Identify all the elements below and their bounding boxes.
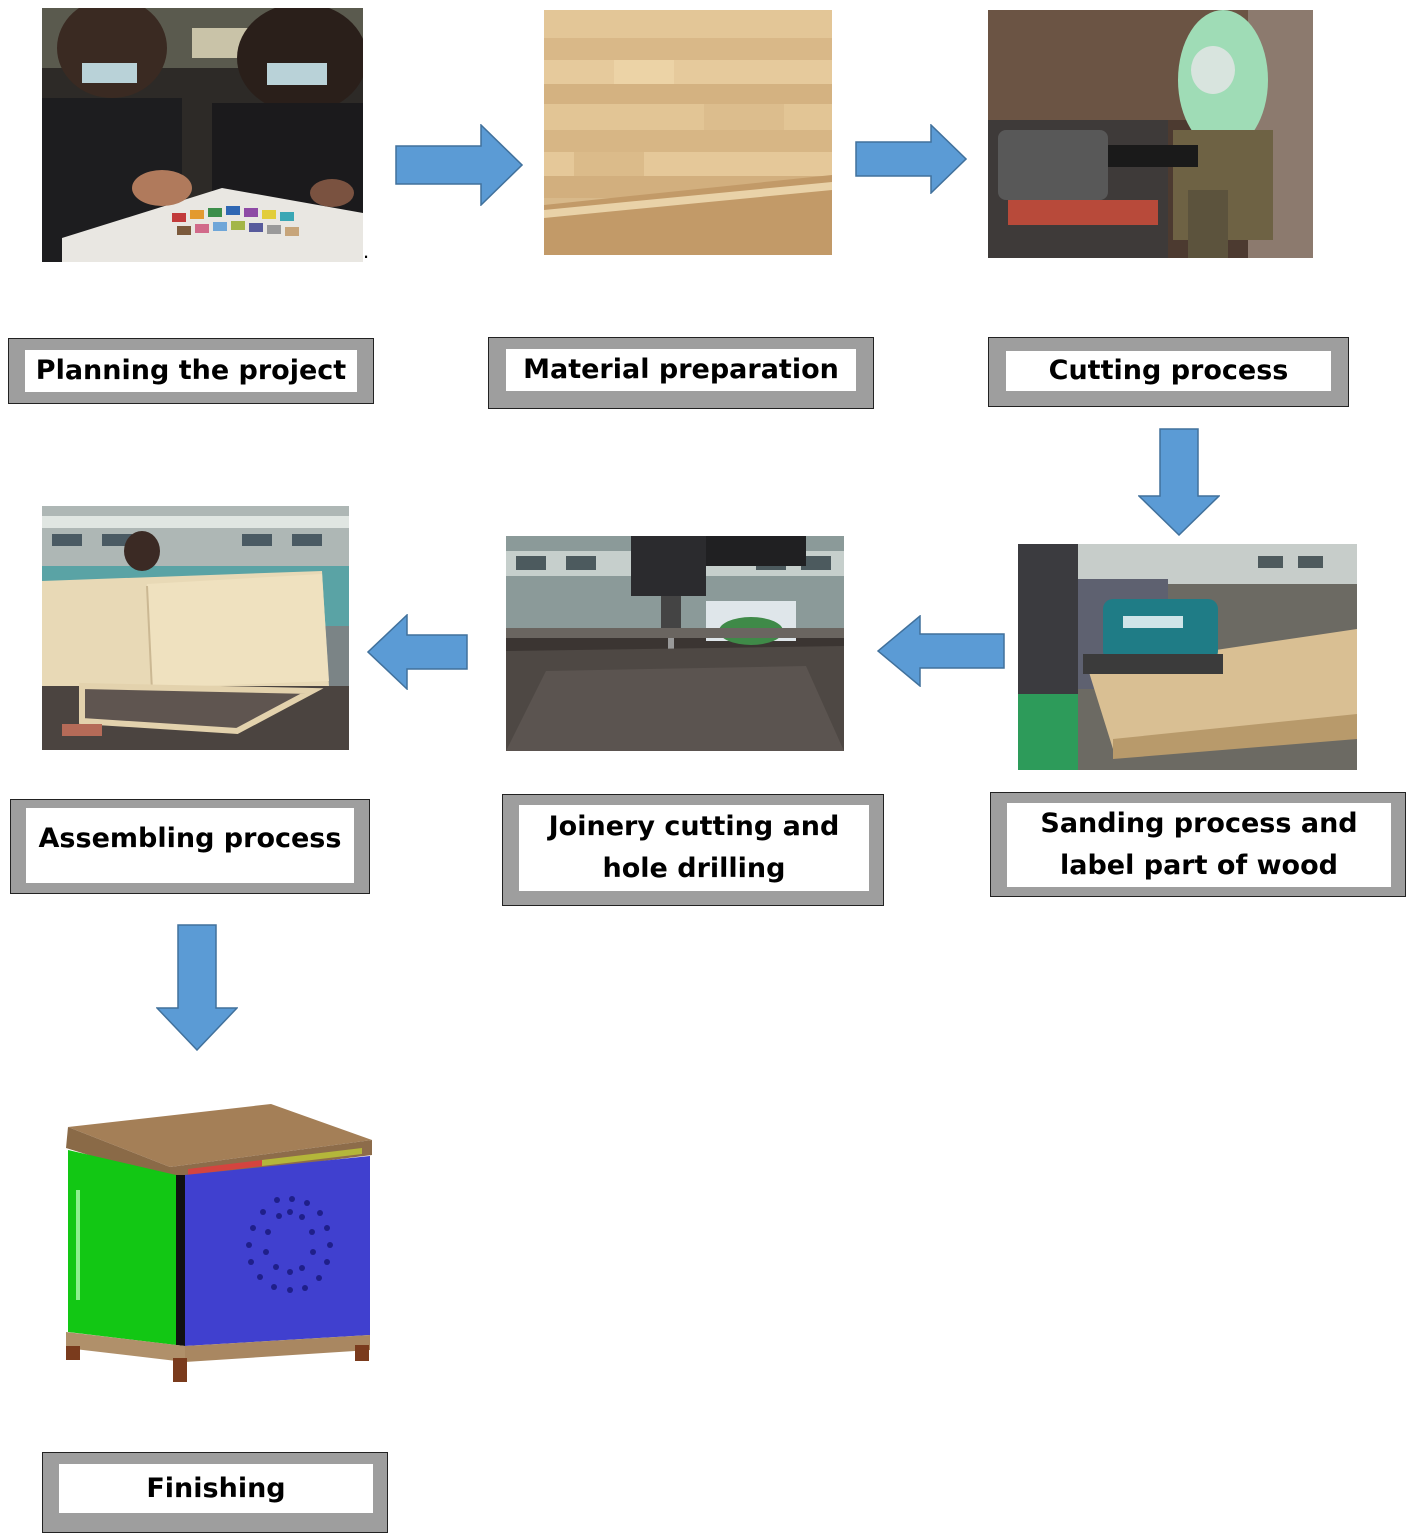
arrow-right-1 (395, 124, 523, 206)
arrow-down-1 (1138, 428, 1220, 536)
cutting-photo (988, 10, 1313, 258)
assembling-photo (42, 506, 349, 750)
step-label-material: Material preparation (488, 337, 874, 409)
stray-mark: . (363, 238, 370, 263)
planning-photo (42, 8, 363, 262)
material-photo (544, 10, 832, 255)
arrow-left-1 (877, 615, 1005, 687)
step-label-assembling: Assembling process (10, 799, 370, 894)
finishing-render (62, 1100, 374, 1384)
step-label-joinery: Joinery cutting and hole drilling (502, 794, 884, 906)
drilling-photo (506, 536, 844, 751)
step-label-planning: Planning the project (8, 338, 374, 404)
arrow-left-2 (367, 614, 468, 690)
step-label-finishing: Finishing (42, 1452, 388, 1533)
sanding-photo (1018, 544, 1357, 770)
arrow-right-2 (855, 124, 967, 194)
arrow-down-2 (156, 924, 238, 1051)
step-label-cutting: Cutting process (988, 337, 1349, 407)
step-label-sanding: Sanding process and label part of wood (990, 792, 1406, 897)
